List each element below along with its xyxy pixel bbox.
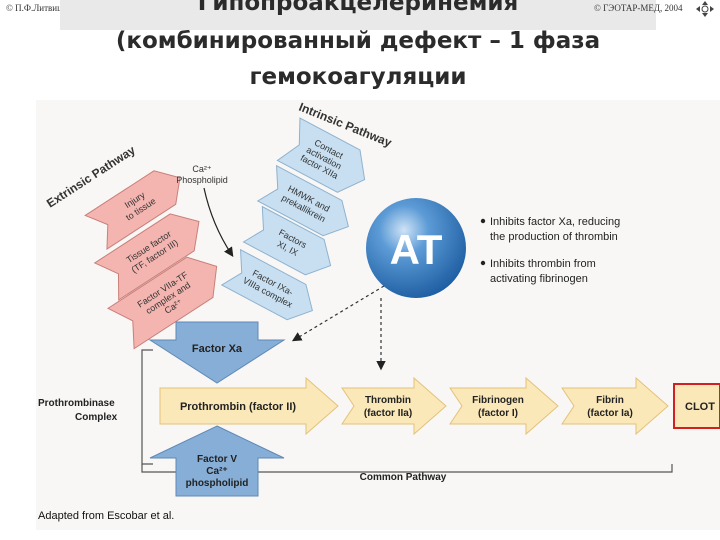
at-note-2-line2: activating fibrinogen xyxy=(490,273,588,285)
factor-v-line1: Factor V xyxy=(197,454,237,465)
chain-fibrinogen-line2: (factor I) xyxy=(478,408,518,419)
at-note-bullet-1 xyxy=(480,218,486,224)
chain-fibrinogen-line1: Fibrinogen xyxy=(472,395,524,406)
antithrombin-label: AT xyxy=(390,226,443,273)
slide-title-line1: Гипопроакцелеринемия xyxy=(197,0,519,16)
chain-prothrombin: Prothrombin (factor II) xyxy=(159,376,339,436)
common-pathway-label: Common Pathway xyxy=(360,472,447,483)
chain-thrombin: Thrombin (factor IIa) xyxy=(341,376,447,436)
factor-v-line2: Ca²⁺ xyxy=(206,466,227,477)
cofactor-label-line1: Ca²⁺ xyxy=(192,164,212,174)
at-note-bullet-2 xyxy=(480,260,486,266)
common-pathway-bracket xyxy=(141,464,673,473)
chain-thrombin-line1: Thrombin xyxy=(365,395,411,406)
copyright-right: © ГЭОТАР-МЕД, 2004 xyxy=(594,3,683,13)
intrinsic-arrow-3: Factors XI, IX xyxy=(242,205,332,276)
copyright-left: © П.Ф.Литвицкий, 2004 xyxy=(6,3,99,13)
factor-v-line3: phospholipid xyxy=(186,478,249,489)
clot-label: CLOT xyxy=(685,401,715,413)
chain-fibrinogen: Fibrinogen (factor I) xyxy=(449,376,559,436)
factor-v-arrow: Factor V Ca²⁺ phospholipid xyxy=(149,425,285,497)
navigation-arrows-icon[interactable] xyxy=(695,0,715,18)
at-note-1-line2: the production of thrombin xyxy=(490,231,618,243)
at-note-2-line1: Inhibits thrombin from xyxy=(490,258,596,270)
chain-fibrin-line2: (factor Ia) xyxy=(587,408,633,419)
chain-thrombin-line2: (factor IIa) xyxy=(364,408,412,419)
title-background xyxy=(60,0,656,30)
chain-fibrin: Fibrin (factor Ia) xyxy=(561,376,669,436)
extrinsic-arrow-1: Injury to tissue xyxy=(84,170,181,250)
slide-title-line3: гемокоагуляции xyxy=(249,64,467,90)
factor-xa-label: Factor Xa xyxy=(192,343,243,355)
prothrombinase-label-line2: Complex xyxy=(75,412,118,423)
coagulation-diagram: Extrinsic Pathway Injury to tissue Tissu… xyxy=(36,100,720,530)
source-credit: Adapted from Escobar et al. xyxy=(38,510,175,522)
cofactor-label-line2: Phospholipid xyxy=(176,175,228,185)
antithrombin-sphere xyxy=(366,198,466,298)
chain-fibrin-line1: Fibrin xyxy=(596,395,624,406)
slide-title-line2: (комбинированный дефект – 1 фаза xyxy=(115,28,601,54)
extrinsic-arrow-3: Factor VIIa-TF complex and Ca²⁺ xyxy=(106,256,218,350)
at-note-1-line1: Inhibits factor Xa, reducing xyxy=(490,216,620,228)
factor-xa-arrow: Factor Xa xyxy=(148,321,286,384)
clot-box: CLOT xyxy=(673,383,720,429)
cofactor-arrow xyxy=(203,187,234,257)
prothrombinase-bracket xyxy=(141,349,153,465)
intrinsic-arrow-4: Factor IXa- VIIIa complex xyxy=(220,248,313,321)
chain-prothrombin-label: Prothrombin (factor II) xyxy=(180,401,296,413)
prothrombinase-label-line1: Prothrombinase xyxy=(38,398,115,409)
